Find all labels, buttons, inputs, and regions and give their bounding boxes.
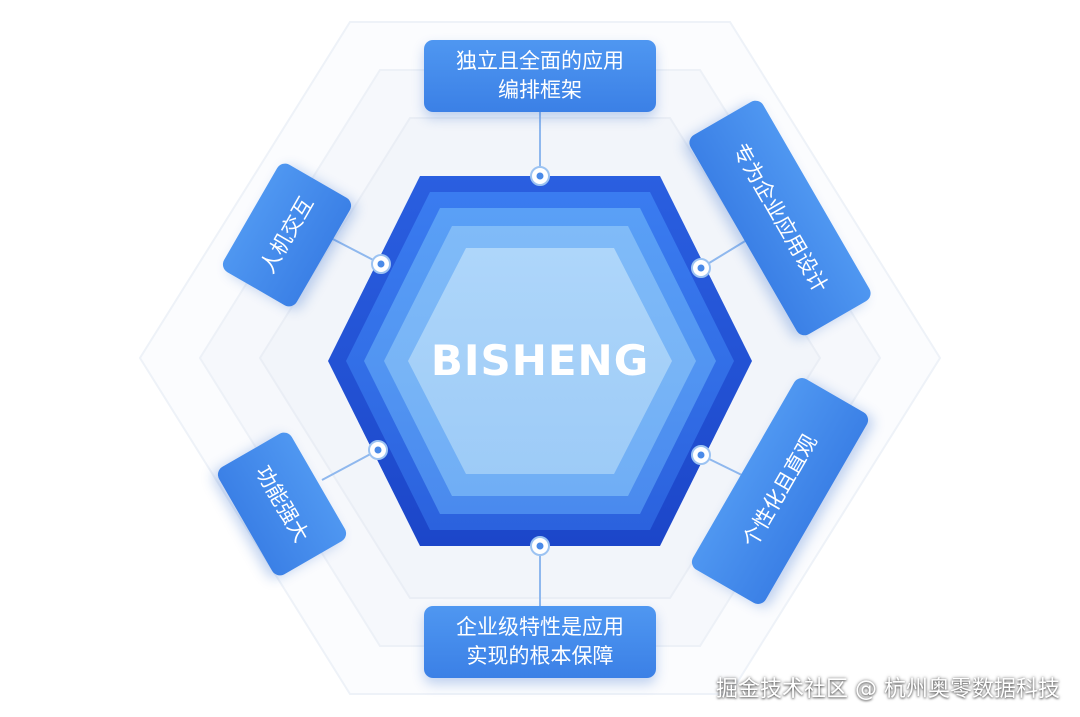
dot-upper-left	[371, 254, 391, 274]
label-bottom-line-2: 实现的根本保障	[466, 644, 614, 668]
label-top-line-1: 独立且全面的应用	[456, 49, 624, 73]
center-hexagon-layer-5	[408, 248, 672, 474]
dot-lower-left	[368, 440, 388, 460]
center-title: BISHENG	[431, 336, 649, 385]
connector-upper-left	[324, 234, 382, 265]
dot-lower-right	[691, 445, 711, 465]
label-top-line-2: 编排框架	[498, 78, 582, 102]
label-top: 独立且全面的应用 编排框架	[424, 40, 656, 112]
connector-dots	[368, 166, 711, 556]
dot-top	[530, 166, 550, 186]
dot-bottom	[530, 536, 550, 556]
label-upper-left-text: 人机交互	[255, 192, 318, 278]
connector-lower-left	[321, 449, 379, 481]
label-bottom-line-1: 企业级特性是应用	[456, 615, 624, 639]
label-lower-left-text: 功能强大	[251, 461, 314, 547]
dot-upper-right	[691, 258, 711, 278]
label-bottom: 企业级特性是应用 实现的根本保障	[424, 606, 656, 678]
watermark-text: 掘金技术社区 @ 杭州奥零数据科技	[716, 677, 1060, 702]
